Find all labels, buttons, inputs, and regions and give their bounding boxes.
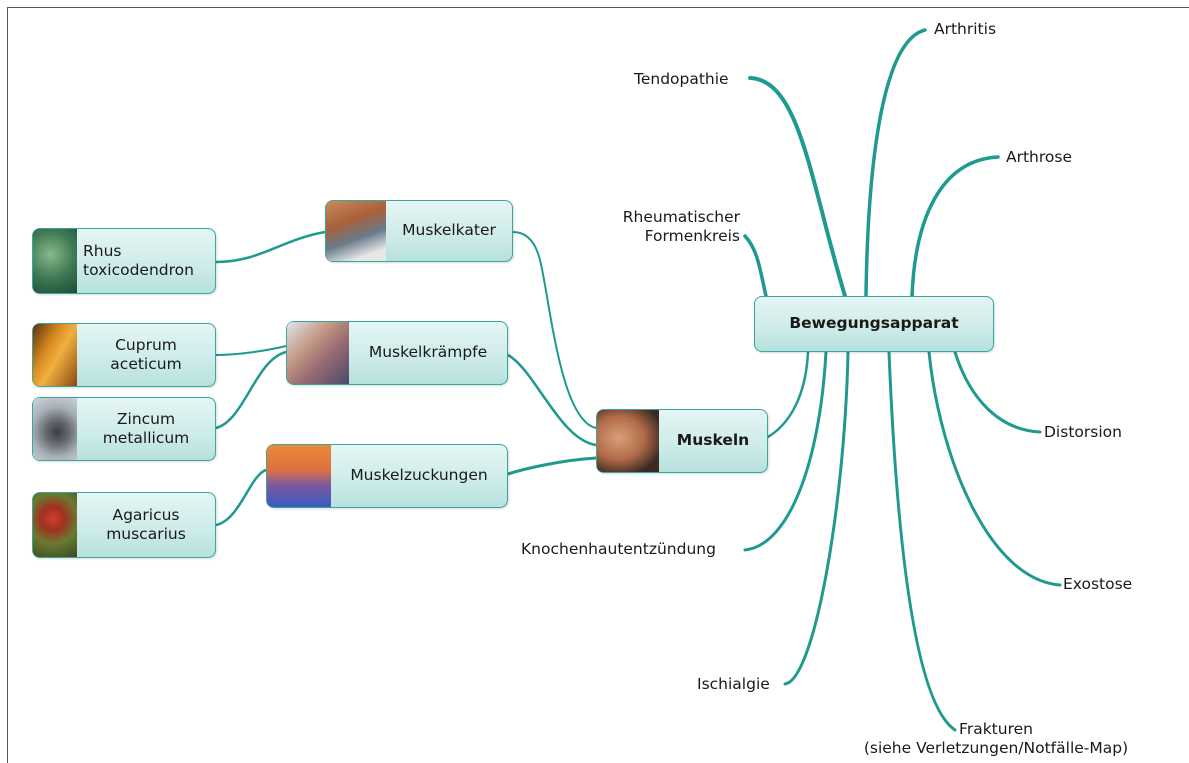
link-agaricus — [214, 468, 268, 527]
node-muskelzuckungen[interactable]: Muskelzuckungen — [266, 444, 508, 508]
link-rhus — [214, 230, 327, 264]
orange-blue-abstract-photo — [267, 445, 331, 507]
link-muskelzuckungen — [506, 456, 598, 476]
branch-arthritis[interactable]: Arthritis — [934, 20, 997, 38]
branch-exostose[interactable]: Exostose — [1063, 575, 1133, 593]
link-muskeln — [764, 350, 810, 440]
node-zincum-label: Zincum metallicum — [102, 409, 190, 447]
link-zincum — [214, 350, 288, 430]
diagram-frame — [7, 7, 1189, 763]
calf-cramp-photo — [287, 322, 349, 384]
link-arthritis — [864, 28, 927, 298]
link-distorsion — [953, 350, 1042, 434]
link-rheuma — [743, 234, 768, 298]
link-arthrose — [910, 155, 1000, 298]
arm-muscle-photo — [597, 410, 659, 472]
link-tendopathie — [748, 76, 847, 298]
node-rhus[interactable]: Rhus toxicodendron — [32, 228, 216, 294]
node-zincum[interactable]: Zincum metallicum — [32, 397, 216, 461]
branch-distorsion[interactable]: Distorsion — [1044, 423, 1122, 441]
link-frakturen — [887, 350, 957, 732]
node-agaricus-label: Agaricus muscarius — [106, 505, 186, 543]
branch-arthrose[interactable]: Arthrose — [1006, 148, 1073, 166]
node-muskelkater-label: Muskelkater — [402, 221, 496, 240]
node-cuprum[interactable]: Cuprum aceticum — [32, 323, 216, 387]
node-muskeln[interactable]: Muskeln — [596, 409, 768, 473]
branch-knochenhaut[interactable]: Knochenhautentzündung — [521, 540, 716, 558]
link-knochenhaut — [743, 350, 828, 552]
link-muskelkraempfe — [506, 353, 598, 447]
copper-photo — [33, 324, 77, 386]
branch-frakturen[interactable]: Frakturen (siehe Verletzungen/Notfälle-M… — [863, 720, 1129, 758]
node-cuprum-label: Cuprum aceticum — [110, 335, 182, 373]
node-muskelkater[interactable]: Muskelkater — [325, 200, 513, 262]
branch-ischialgie[interactable]: Ischialgie — [697, 675, 770, 693]
node-agaricus[interactable]: Agaricus muscarius — [32, 492, 216, 558]
node-muskelkraempfe-label: Muskelkrämpfe — [368, 343, 488, 362]
link-ischialgie — [783, 350, 850, 686]
runner-legs-photo — [326, 201, 386, 261]
branch-rheuma[interactable]: Rheumatischer Formenkreis — [622, 208, 740, 246]
branch-tendopathie[interactable]: Tendopathie — [634, 70, 729, 88]
link-muskelkater — [512, 231, 597, 429]
zinc-metal-photo — [33, 398, 77, 460]
node-bewegungsapparat-label: Bewegungsapparat — [789, 314, 959, 333]
link-exostose — [927, 350, 1062, 587]
node-bewegungsapparat[interactable]: Bewegungsapparat — [754, 296, 994, 352]
node-muskelkraempfe[interactable]: Muskelkrämpfe — [286, 321, 508, 385]
link-cuprum — [215, 345, 287, 356]
fly-agaric-mushroom-photo — [33, 493, 77, 557]
node-muskeln-label: Muskeln — [676, 431, 750, 450]
node-rhus-label: Rhus toxicodendron — [83, 241, 194, 279]
node-muskelzuckungen-label: Muskelzuckungen — [350, 466, 488, 485]
green-leaves-photo — [33, 229, 77, 293]
